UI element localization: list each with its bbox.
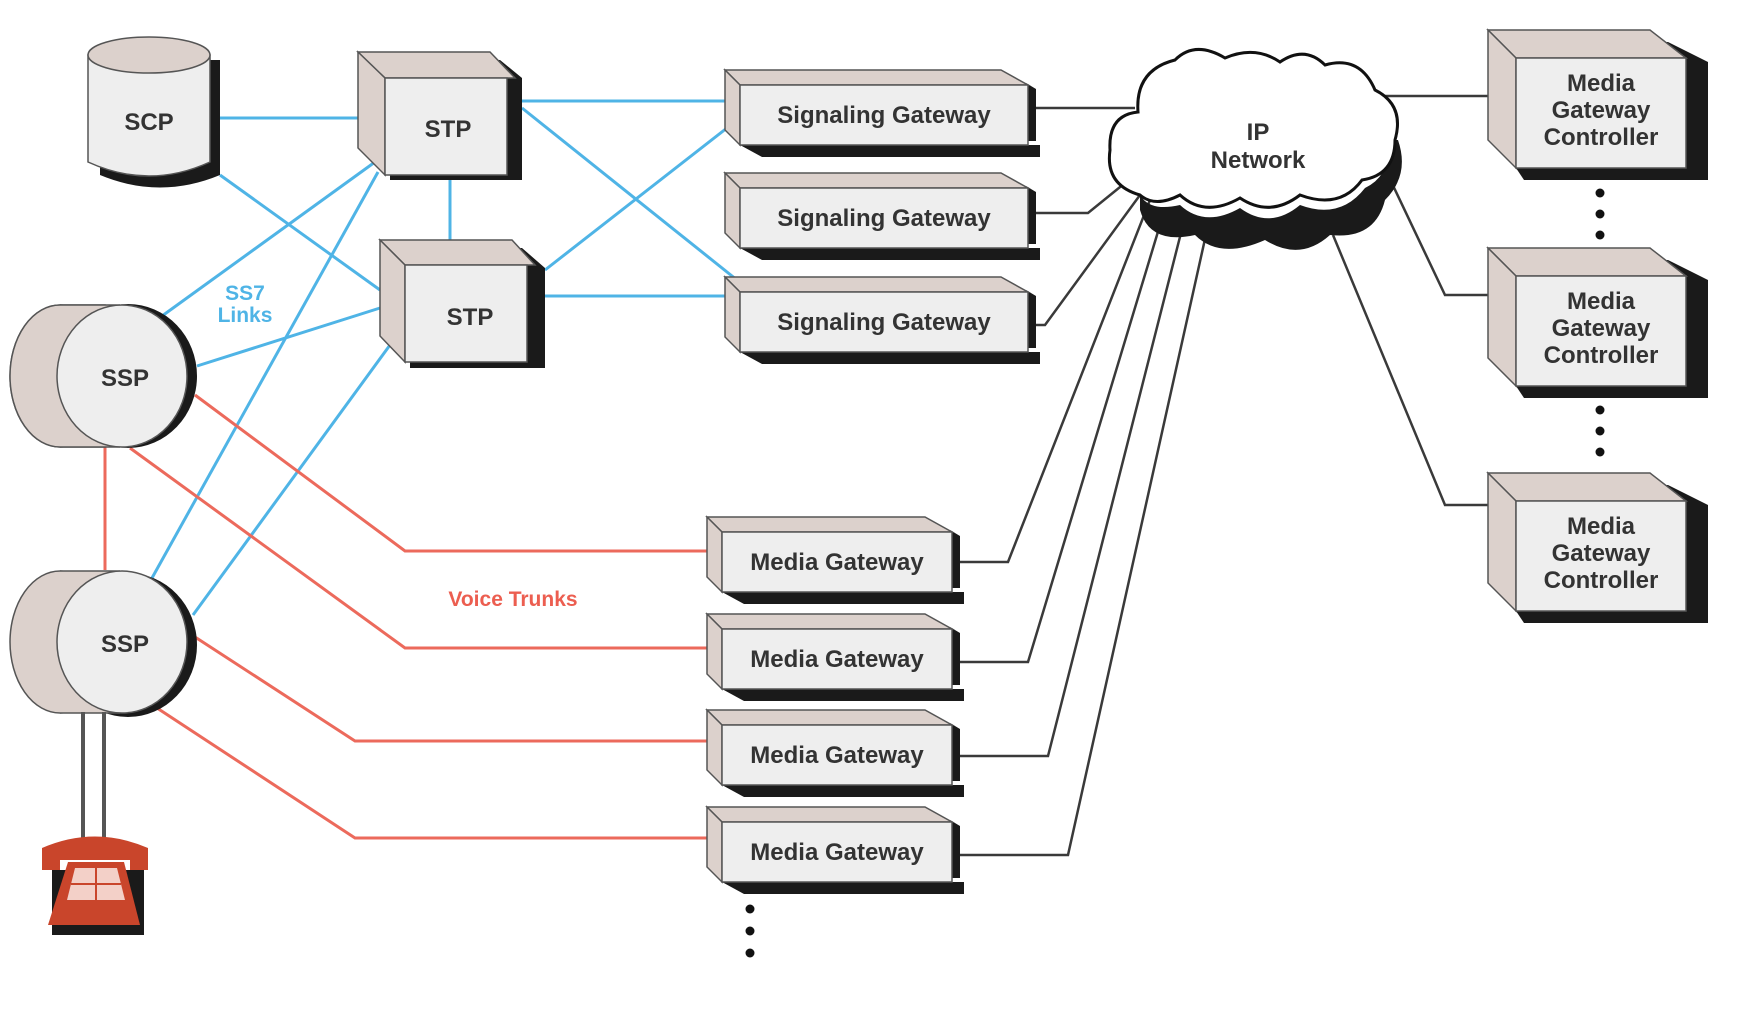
mgc-label-line2: Gateway [1552,97,1651,124]
ss7-links [150,99,738,616]
link-mg2-cloud [948,224,1162,664]
link-ssp2-stp2 [191,344,392,616]
signaling-gateway-1[interactable]: Signaling Gateway [723,68,1040,157]
ip-network-cloud[interactable]: IP Network [1107,48,1402,250]
signaling-gateway-1-label: Signaling Gateway [777,102,991,129]
stp2-node[interactable]: STP [378,238,545,368]
voice-trunks-label: Voice Trunks [448,588,577,611]
media-gateway-2[interactable]: Media Gateway [705,612,964,701]
more-controllers-ellipsis-1 [1595,188,1605,240]
link-stp2-sg1 [544,126,728,272]
ss7-label-line2: Links [218,304,273,327]
link-ssp1-stp1 [161,160,376,318]
telephone-icon [42,836,148,935]
cloud-label-line2: Network [1211,147,1306,174]
media-gateway-controllers: MediaGatewayControllerMediaGatewayContro… [1486,28,1708,623]
scp-node[interactable]: SCP [87,36,220,188]
more-media-gateways-ellipsis [745,904,755,958]
mgc-label-line1: Media [1567,288,1636,315]
mgc-label-line3: Controller [1544,567,1659,594]
ssp2-label: SSP [101,631,149,658]
ssp2-node[interactable]: SSP [9,570,197,717]
ssp1-label: SSP [101,365,149,392]
cloud-label-line1: IP [1247,119,1270,146]
signaling-gateway-2-label: Signaling Gateway [777,205,991,232]
link-sg2-cloud [1023,182,1126,215]
voice-trunks [103,393,707,840]
link-mg3-cloud [948,224,1185,758]
mgc-label-line2: Gateway [1552,315,1651,342]
stp1-node[interactable]: STP [356,50,522,180]
ip-links [948,94,1488,857]
stp2-label: STP [447,304,494,331]
mgc-label-line3: Controller [1544,124,1659,151]
signaling-gateway-3[interactable]: Signaling Gateway [723,275,1040,364]
ss7-label-line1: SS7 [225,282,265,305]
trunk-ssp1-mg1 [194,393,707,553]
media-gateway-1-label: Media Gateway [750,549,924,576]
link-sg3-cloud [1023,194,1142,327]
link-stp1-sg3 [521,106,738,282]
trunk-ssp2-mg3 [194,635,707,743]
link-cloud-mgc2 [1386,174,1488,297]
mgc-label-line2: Gateway [1552,540,1651,567]
link-mg1-cloud [948,199,1152,564]
media-gateway-3-label: Media Gateway [750,742,924,769]
media-gateway-4-label: Media Gateway [750,839,924,866]
media-gateway-2-label: Media Gateway [750,646,924,673]
link-scp-stp2 [219,173,381,292]
media-gateway-1[interactable]: Media Gateway [705,515,964,604]
more-controllers-ellipsis-2 [1595,405,1605,457]
mgc-label-line1: Media [1567,513,1636,540]
mgc-label-line1: Media [1567,70,1636,97]
mgc-label-line3: Controller [1544,342,1659,369]
link-mg4-cloud [948,229,1209,857]
stp1-label: STP [425,116,472,143]
link-cloud-mgc3 [1331,234,1488,507]
scp-label: SCP [124,109,173,136]
link-ssp2-stp1 [150,171,380,579]
trunk-ssp1-mg2 [129,446,707,650]
link-ssp1-stp2 [196,306,381,368]
signaling-gateway-3-label: Signaling Gateway [777,309,991,336]
media-gateway-4[interactable]: Media Gateway [705,805,964,894]
signaling-gateway-2[interactable]: Signaling Gateway [723,171,1040,260]
trunk-ssp2-mg4 [156,706,707,840]
ssp1-node[interactable]: SSP [9,304,197,448]
media-gateway-3[interactable]: Media Gateway [705,708,964,797]
